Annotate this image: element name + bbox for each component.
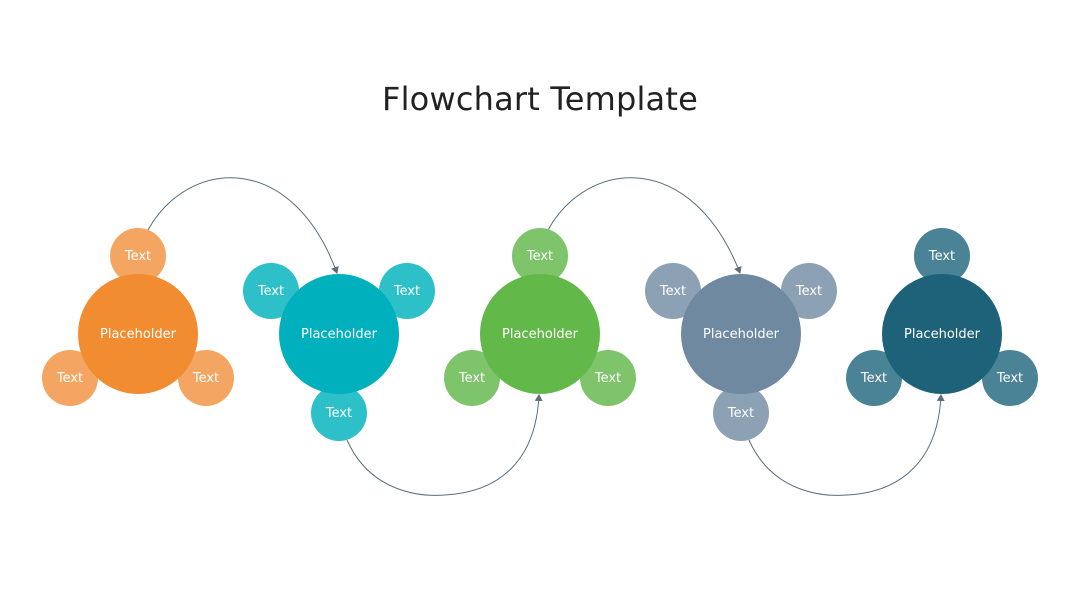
node-4-satellite-1 (645, 263, 701, 319)
node-1-satellite-2-label: Text (56, 371, 83, 386)
node-1-label: Placeholder (100, 327, 177, 342)
node-1: Placeholder Text Text Text (42, 228, 234, 406)
node-3-satellite-3 (580, 350, 636, 406)
node-2-main-circle (279, 274, 399, 394)
node-4-label: Placeholder (703, 327, 780, 342)
node-4-satellite-3 (713, 385, 769, 441)
node-3-satellite-2-label: Text (458, 371, 485, 386)
node-2-satellite-2-label: Text (393, 284, 420, 299)
node-3-satellite-1 (512, 228, 568, 284)
node-4-satellite-1-label: Text (659, 284, 686, 299)
connector-2-3 (346, 394, 543, 496)
node-5-satellite-1 (914, 228, 970, 284)
connector-4-5 (748, 394, 945, 496)
node-5-main-circle (882, 274, 1002, 394)
node-3-label: Placeholder (502, 327, 579, 342)
node-2: Placeholder Text Text Text (243, 263, 435, 441)
node-1-satellite-1-label: Text (124, 249, 151, 264)
node-5-satellite-1-label: Text (928, 249, 955, 264)
node-2-satellite-3 (311, 385, 367, 441)
connector-3-4 (547, 177, 742, 274)
node-3-satellite-3-label: Text (594, 371, 621, 386)
node-5-satellite-2 (846, 350, 902, 406)
connectors (147, 177, 945, 496)
node-3-satellite-1-label: Text (526, 249, 553, 264)
node-1-satellite-3 (178, 350, 234, 406)
node-5-satellite-3-label: Text (996, 371, 1023, 386)
node-3-main-circle (480, 274, 600, 394)
node-2-satellite-2 (379, 263, 435, 319)
node-4-main-circle (681, 274, 801, 394)
node-2-label: Placeholder (301, 327, 378, 342)
node-1-main-circle (78, 274, 198, 394)
node-4-satellite-2-label: Text (795, 284, 822, 299)
node-3: Placeholder Text Text Text (444, 228, 636, 406)
node-1-satellite-3-label: Text (192, 371, 219, 386)
node-1-satellite-1 (110, 228, 166, 284)
node-4-satellite-3-label: Text (727, 406, 754, 421)
connector-1-2 (147, 177, 339, 274)
node-5-satellite-2-label: Text (860, 371, 887, 386)
node-4-satellite-2 (781, 263, 837, 319)
node-3-satellite-2 (444, 350, 500, 406)
node-1-satellite-2 (42, 350, 98, 406)
node-5-label: Placeholder (904, 327, 981, 342)
node-2-satellite-3-label: Text (325, 406, 352, 421)
node-5: Placeholder Text Text Text (846, 228, 1038, 406)
node-2-satellite-1 (243, 263, 299, 319)
node-5-satellite-3 (982, 350, 1038, 406)
node-2-satellite-1-label: Text (257, 284, 284, 299)
page-title: Flowchart Template (381, 80, 699, 118)
node-4: Placeholder Text Text Text (645, 263, 837, 441)
